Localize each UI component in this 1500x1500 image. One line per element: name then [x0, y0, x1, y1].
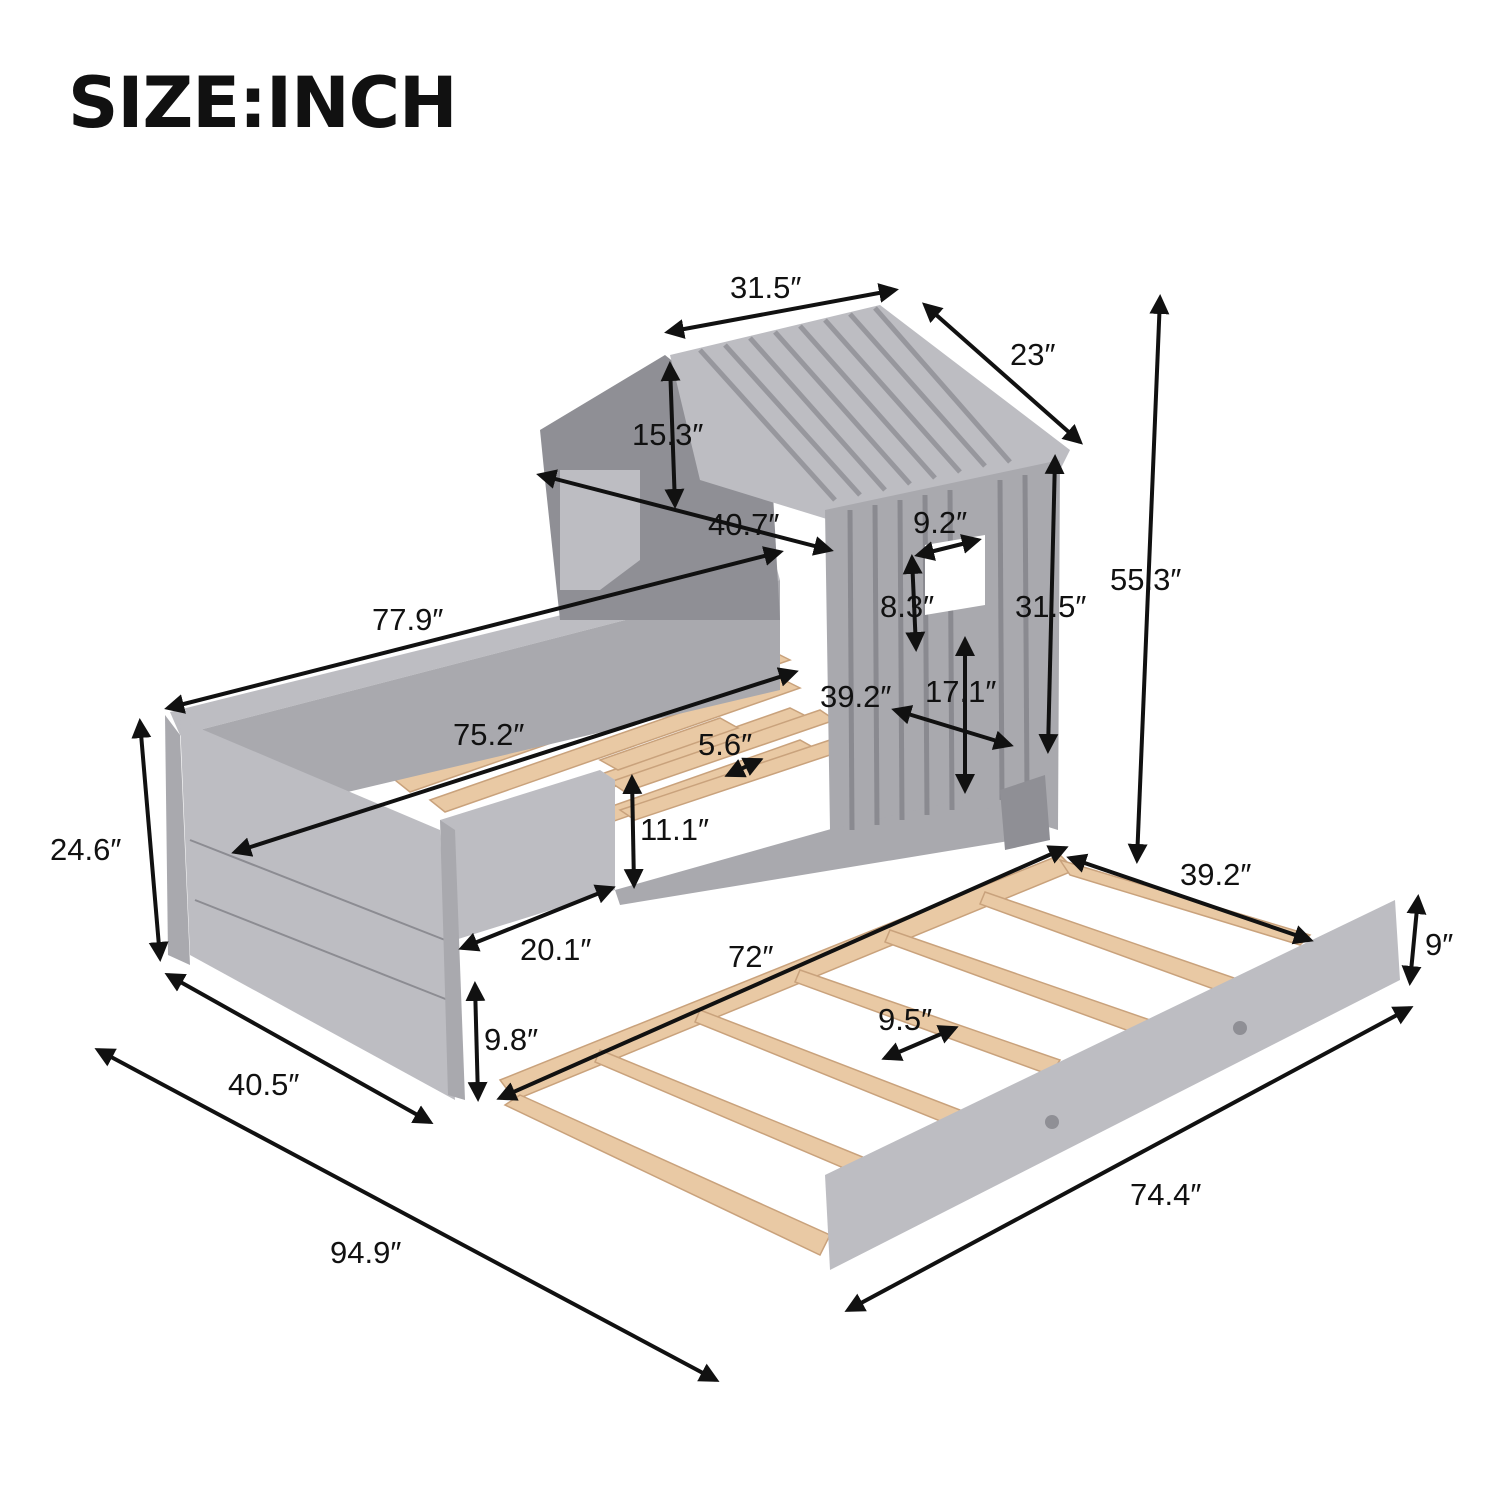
- label-house-width: 40.7″: [708, 507, 779, 542]
- trundle-front-panel: [825, 900, 1400, 1270]
- label-entry-width: 20.1″: [520, 932, 591, 967]
- label-trundle-length-inner: 72″: [728, 939, 773, 974]
- label-bed-length-inner: 75.2″: [453, 717, 524, 752]
- front-guard-post: [440, 820, 465, 1100]
- label-trundle-length-outer: 74.4″: [1130, 1177, 1201, 1212]
- label-bed-length-outer: 77.9″: [372, 602, 443, 637]
- label-window-height: 8.3″: [880, 589, 934, 624]
- trundle-knob: [1233, 1021, 1247, 1035]
- label-roof-depth: 23″: [1010, 337, 1055, 372]
- label-trundle-slat-gap: 9.5″: [878, 1002, 932, 1037]
- label-leg-height: 9.8″: [484, 1022, 538, 1057]
- label-trundle-width: 39.2″: [1180, 857, 1251, 892]
- label-opening-height: 17.1″: [925, 674, 996, 709]
- label-slat-gap: 5.6″: [698, 727, 752, 762]
- dimension-lines: [94, 283, 1427, 1382]
- page-title: SIZE:INCH: [68, 62, 458, 144]
- label-inner-width: 39.2″: [820, 679, 891, 714]
- label-rail-height: 11.1″: [640, 812, 709, 847]
- bed-illustration: [165, 305, 1400, 1270]
- label-roof-width: 31.5″: [730, 270, 801, 305]
- label-trundle-height: 9″: [1425, 927, 1453, 962]
- trundle-knob: [1045, 1115, 1059, 1129]
- label-bed-width: 40.5″: [228, 1067, 299, 1102]
- foot-board: [165, 715, 190, 965]
- label-total-height: 55.3″: [1110, 562, 1181, 597]
- label-guard-height: 24.6″: [50, 832, 121, 867]
- label-window-width: 9.2″: [913, 505, 967, 540]
- trundle: [498, 854, 1400, 1270]
- label-overall-length: 94.9″: [330, 1235, 401, 1270]
- label-gable-height: 15.3″: [632, 417, 703, 452]
- label-house-wall-height: 31.5″: [1015, 589, 1086, 624]
- dimension-labels: 31.5″ 23″ 55.3″ 15.3″ 40.7″ 9.2″ 8.3″ 31…: [50, 270, 1453, 1270]
